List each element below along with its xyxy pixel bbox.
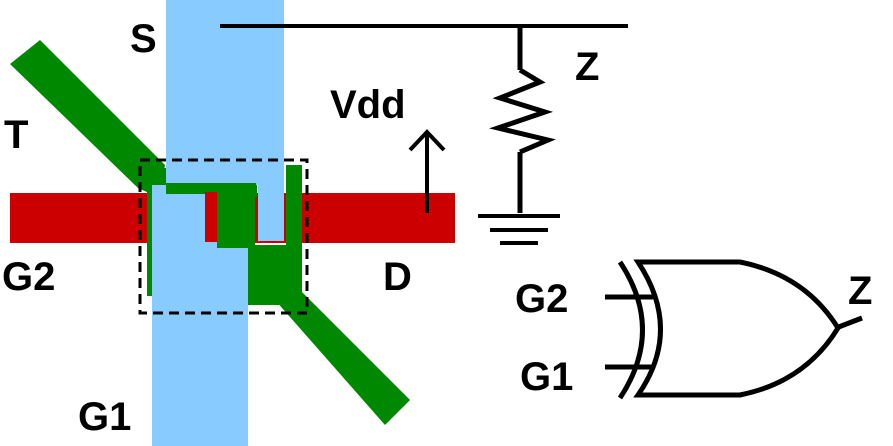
gate-label-input-top: G2 — [515, 277, 568, 321]
active-overlay-top — [166, 183, 256, 194]
poly-window — [205, 192, 217, 242]
label-drain: D — [383, 255, 412, 299]
gate-label-input-bottom: G1 — [520, 355, 573, 399]
metal-notch — [258, 185, 284, 241]
xnor-gate-icon — [605, 259, 863, 400]
label-gate2: G2 — [2, 255, 55, 299]
pullup-circuit — [220, 24, 628, 245]
metal-strip — [166, 0, 284, 185]
dashed-outline — [138, 158, 309, 315]
label-transistor: T — [4, 113, 28, 157]
diffusion-upper — [10, 40, 165, 198]
diffusion-lower — [275, 290, 410, 425]
active-overlay-mid — [217, 192, 255, 248]
active-overlay-bottom — [248, 245, 300, 305]
label-source: S — [130, 17, 157, 61]
vdd-arrow-icon — [408, 129, 446, 213]
transistor-layout — [10, 0, 455, 446]
label-output-top: Z — [575, 45, 599, 89]
gate-label-output: Z — [848, 269, 872, 313]
resistor-icon — [489, 67, 556, 155]
label-gate1: G1 — [78, 395, 131, 439]
label-vdd: Vdd — [330, 83, 406, 127]
